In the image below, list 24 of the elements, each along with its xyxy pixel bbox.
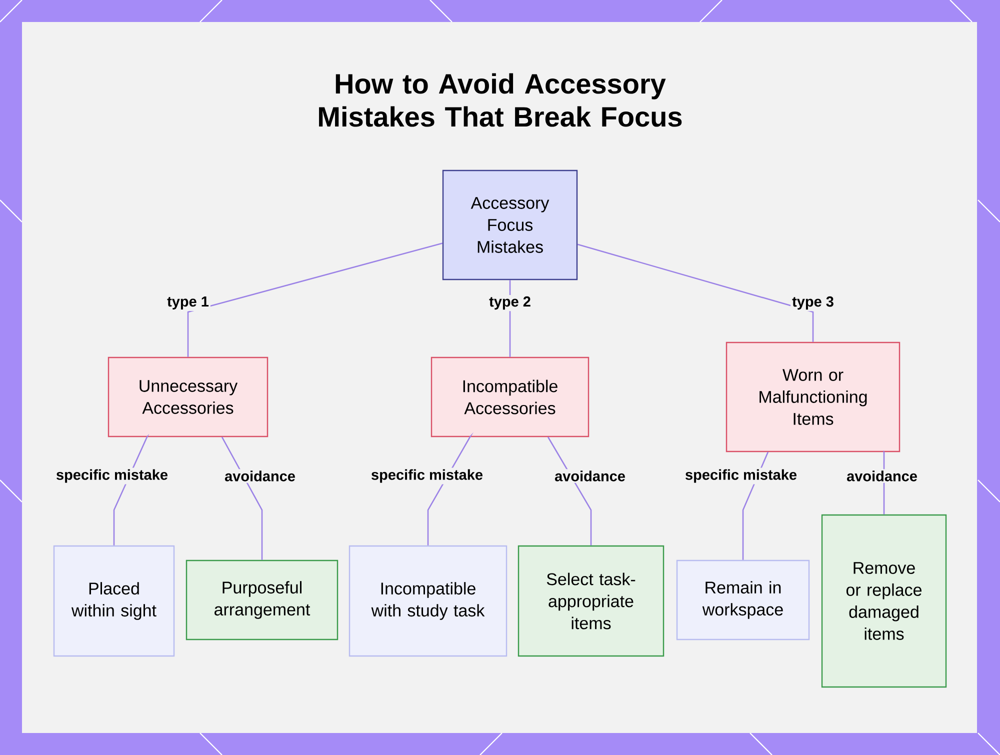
edge-label: avoidance [554,470,625,482]
category-box: Unnecessary Accessories [108,356,268,438]
avoidance-box: Remove or replace damaged items [821,514,947,688]
edge-label: specific mistake [56,469,168,483]
avoidance-box: Select task-appropriate items [518,545,664,657]
avoidance-box: Purposeful arrangement [186,560,338,640]
edge-label: avoidance [224,470,295,482]
mistake-box: Remain in workspace [676,560,810,640]
category-box: Worn or Malfunctioning Items [726,342,900,452]
edge-label: type 2 [489,296,530,310]
category-box: Incompatible Accessories [430,356,590,438]
edge-label: avoidance [846,470,917,482]
edge-label: specific mistake [686,469,797,483]
connector [577,244,814,342]
box: Accessory Focus Mistakes [442,170,578,280]
connector [547,436,592,546]
edge-label: type 3 [792,296,834,310]
title: How to Avoid Accessory Mistakes That Break Focus [319,73,682,127]
mistake-box: Placed within sight [53,545,175,657]
connector [221,436,263,560]
mistake-box: Incompatible with study task [348,545,508,657]
edge-label: specific mistake [372,469,483,483]
edge-label: type 1 [167,296,209,310]
connector [187,242,443,357]
